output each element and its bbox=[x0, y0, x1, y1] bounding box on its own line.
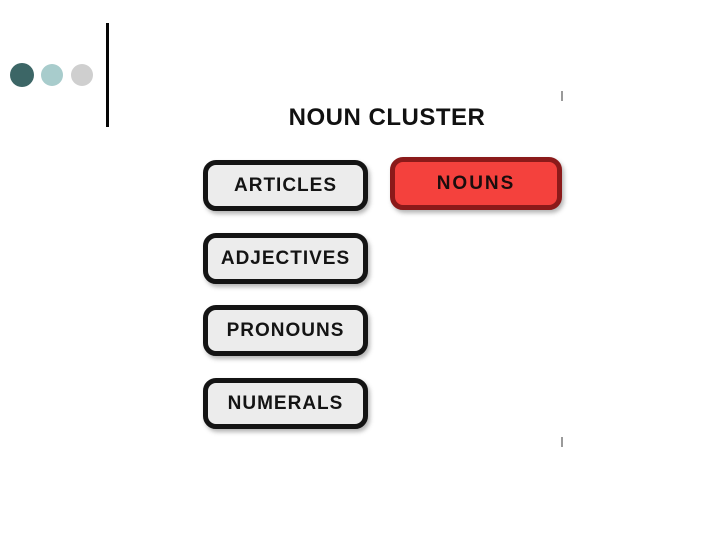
decoration-vertical-line bbox=[106, 23, 109, 127]
nouns-button-label: NOUNS bbox=[436, 172, 516, 194]
nouns-button[interactable]: NOUNS bbox=[390, 157, 562, 210]
edge-artifact-tick-top bbox=[561, 91, 563, 101]
adjectives-button[interactable]: ADJECTIVES bbox=[203, 233, 368, 284]
articles-button[interactable]: ARTICLES bbox=[203, 160, 368, 211]
edge-artifact-tick-bottom bbox=[561, 437, 563, 447]
slide-title: NOUN CLUSTER bbox=[288, 104, 486, 131]
numerals-button-label: NUMERALS bbox=[227, 392, 344, 414]
pronouns-button-label: PRONOUNS bbox=[226, 319, 345, 341]
pronouns-button[interactable]: PRONOUNS bbox=[203, 305, 368, 356]
decoration-dot-gray bbox=[71, 64, 93, 86]
adjectives-button-label: ADJECTIVES bbox=[220, 247, 351, 269]
articles-button-label: ARTICLES bbox=[234, 174, 337, 196]
decoration-dot-light-teal bbox=[41, 64, 63, 86]
numerals-button[interactable]: NUMERALS bbox=[203, 378, 368, 429]
decoration-dot-dark-teal bbox=[10, 63, 34, 87]
